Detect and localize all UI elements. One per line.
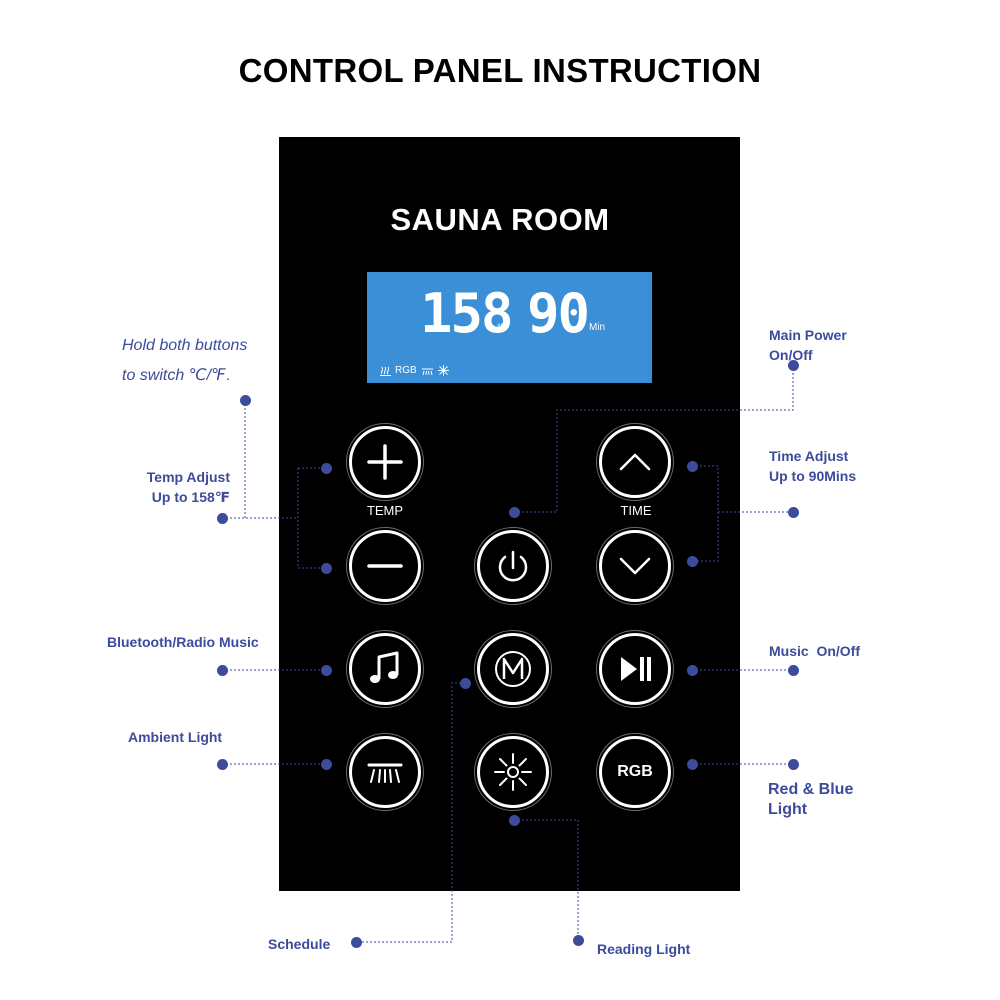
callout-dot-time-adjust — [788, 507, 799, 518]
callout-dot-red-blue — [788, 759, 799, 770]
schedule-button[interactable] — [474, 630, 552, 708]
callout-dot-time-up — [687, 461, 698, 472]
callout-dot-time-down — [687, 556, 698, 567]
heater-icon — [380, 366, 391, 376]
lcd-display — [367, 272, 652, 383]
temperature-unit: °F — [497, 322, 507, 332]
callout-dot-power-button — [509, 507, 520, 518]
temp-label: TEMP — [366, 503, 404, 518]
callout-main-power-line2: On/Off — [769, 347, 813, 363]
temperature-readout: 158 — [420, 282, 514, 345]
callout-main-power-line1: Main Power — [769, 327, 847, 343]
callout-music: Music On/Off — [769, 643, 860, 659]
callout-red-blue-line1: Red & Blue — [768, 781, 854, 798]
panel-brand: SAUNA ROOM — [390, 202, 610, 237]
time-down-button[interactable] — [596, 527, 674, 605]
page-title: CONTROL PANEL INSTRUCTION — [238, 52, 762, 89]
callout-dot-ambient-button — [321, 759, 332, 770]
callout-dot-unit-switch — [240, 395, 251, 406]
callout-unit-switch: Hold both buttons to switch ℃/℉. — [122, 331, 247, 391]
callout-dot-reading — [573, 935, 584, 946]
callout-reading: Reading Light — [597, 941, 691, 957]
callout-dot-schedule-button — [460, 678, 471, 689]
rgb-button-label: RGB — [617, 763, 653, 780]
mode-m-icon — [495, 651, 531, 687]
callout-dot-main-power — [788, 360, 799, 371]
lcd-indicators: RGB — [380, 365, 449, 376]
music-button[interactable] — [346, 630, 424, 708]
play-pause-icon — [621, 657, 651, 681]
callout-dot-play-pause — [687, 665, 698, 676]
callout-time-adjust-line2: Up to 90Mins — [769, 468, 857, 484]
plus-icon — [367, 444, 403, 480]
time-up-button[interactable] — [596, 423, 674, 501]
power-icon — [498, 550, 528, 582]
callout-main-power: Main Power On/Off — [769, 325, 847, 365]
ambient-light-icon — [367, 763, 403, 783]
callout-unit-switch-line1: Hold both buttons — [122, 337, 248, 354]
callout-schedule: Schedule — [268, 936, 331, 952]
lcd-rgb-indicator: RGB — [395, 365, 417, 376]
callout-time-adjust: Time Adjust Up to 90Mins — [769, 446, 856, 486]
power-button[interactable] — [474, 527, 552, 605]
ambient-light-button[interactable] — [346, 733, 424, 811]
callout-time-adjust-line1: Time Adjust — [769, 448, 849, 464]
callout-dot-reading-button — [509, 815, 520, 826]
callout-unit-switch-line2: to switch ℃/℉. — [122, 367, 231, 384]
callout-temp-adjust: Temp Adjust Up to 158℉ — [120, 467, 230, 507]
chevron-up-icon — [619, 453, 651, 471]
time-unit: Min — [589, 322, 606, 333]
callout-dot-temp-up — [321, 463, 332, 474]
callout-temp-adjust-line2: Up to 158℉ — [151, 489, 230, 505]
callout-dot-music-button — [321, 665, 332, 676]
callout-dot-temp-down — [321, 563, 332, 574]
reading-light-icon — [494, 753, 532, 791]
callout-red-blue-line2: Light — [768, 801, 808, 818]
temp-up-button[interactable] — [346, 423, 424, 501]
callout-dot-schedule — [351, 937, 362, 948]
callout-dot-temp-adjust — [217, 513, 228, 524]
minus-icon — [367, 564, 403, 568]
temp-down-button[interactable] — [346, 527, 424, 605]
callout-dot-rgb-button — [687, 759, 698, 770]
callout-temp-adjust-line1: Temp Adjust — [146, 469, 230, 485]
rgb-button[interactable]: RGB — [596, 733, 674, 811]
reading-light-button[interactable] — [474, 733, 552, 811]
time-readout: 90 — [527, 282, 590, 345]
music-play-pause-button[interactable] — [596, 630, 674, 708]
chevron-down-icon — [619, 557, 651, 575]
callout-dot-ambient — [217, 759, 228, 770]
callout-dot-bluetooth — [217, 665, 228, 676]
callout-red-blue: Red & Blue Light — [768, 780, 853, 820]
callout-bluetooth: Bluetooth/Radio Music — [107, 634, 259, 650]
callout-ambient: Ambient Light — [128, 729, 223, 745]
reading-light-indicator-icon — [437, 365, 449, 376]
ambient-light-indicator-icon — [421, 368, 433, 375]
music-note-icon — [370, 651, 399, 683]
callout-dot-music — [788, 665, 799, 676]
time-label: TIME — [620, 503, 652, 518]
